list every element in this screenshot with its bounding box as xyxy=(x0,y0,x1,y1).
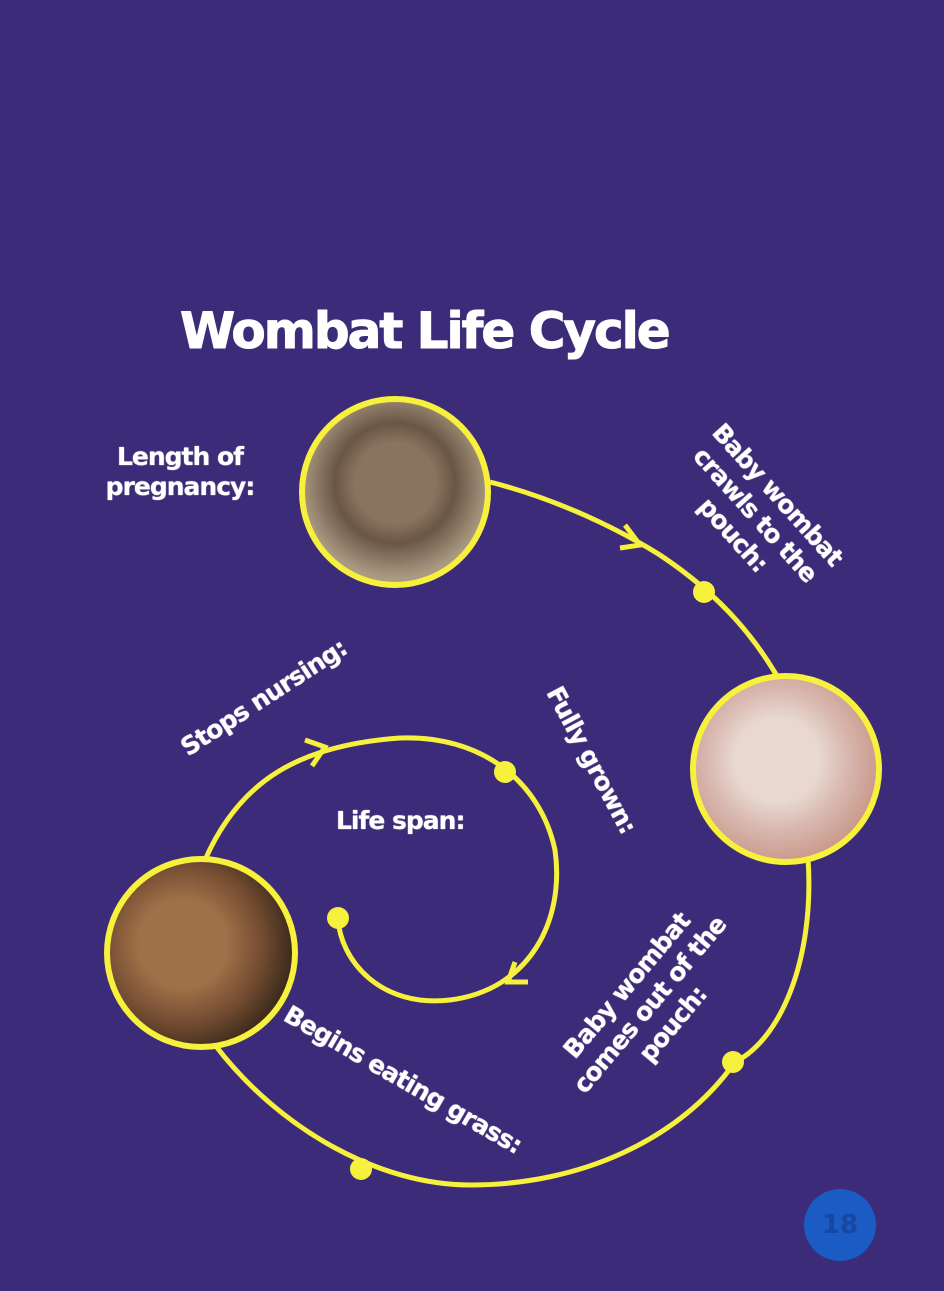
baby-wombat-photo xyxy=(690,673,882,865)
page-number-badge: 18 xyxy=(804,1189,876,1261)
stage-dot xyxy=(693,581,715,603)
arrow-icon xyxy=(504,961,528,985)
stage-dots xyxy=(327,581,744,1180)
arrow-icon xyxy=(304,737,329,768)
stage-dot xyxy=(494,761,516,783)
stage-dot xyxy=(722,1051,744,1073)
page-title: Wombat Life Cycle xyxy=(180,302,672,361)
stage-dot xyxy=(327,907,349,929)
spiral-path xyxy=(202,479,812,1188)
label-lifespan: Life span: xyxy=(336,806,465,835)
young-wombat-photo xyxy=(104,856,298,1050)
adult-wombat-photo xyxy=(299,396,491,588)
label-pregnancy: Length of pregnancy: xyxy=(105,442,256,501)
stage-dot xyxy=(350,1158,372,1180)
arrow-icon xyxy=(619,523,645,551)
